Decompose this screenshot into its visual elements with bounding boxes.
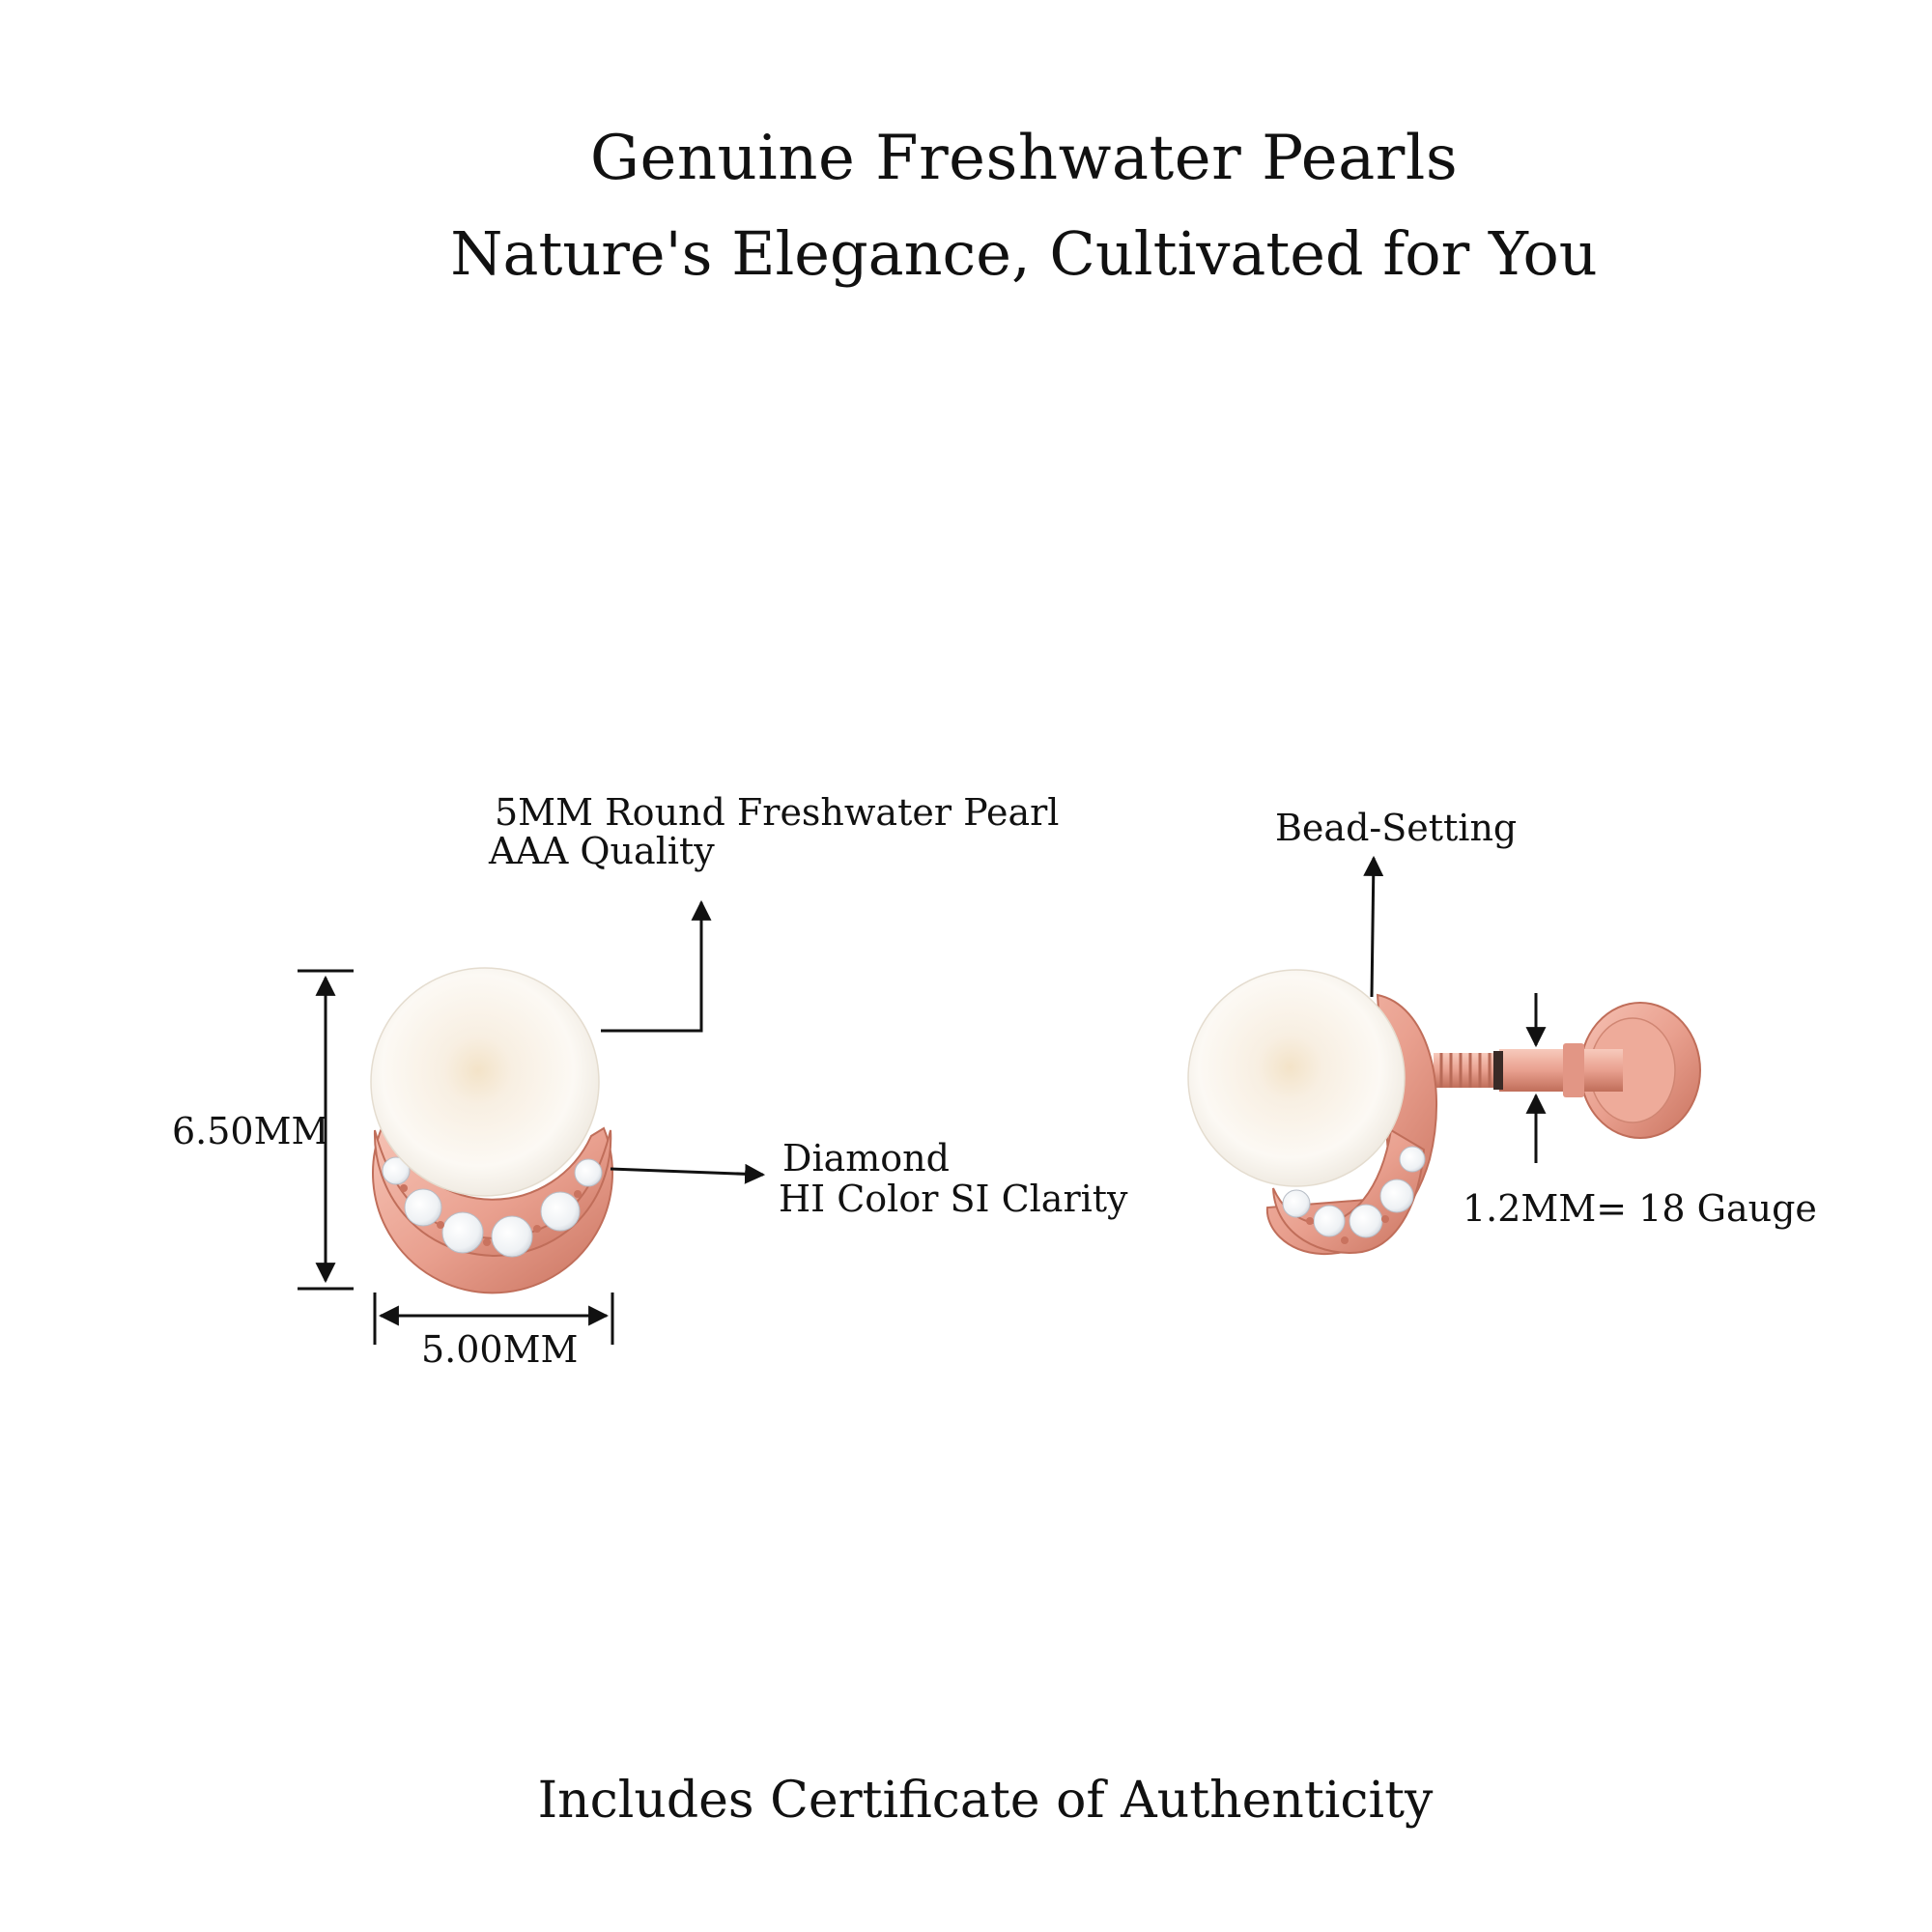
round-diamond-icon — [574, 1158, 603, 1187]
round-diamond-icon — [1379, 1179, 1414, 1213]
round-diamond-icon — [441, 1211, 484, 1254]
bead-setting-leader — [1363, 855, 1384, 998]
diamond-label: Diamond — [782, 1137, 950, 1179]
page-subtitle: Nature's Elegance, Cultivated for You — [450, 218, 1598, 289]
side-diamond-stones — [1282, 1146, 1426, 1244]
height-dimension — [298, 969, 354, 1291]
diamond-stones — [382, 1156, 603, 1258]
round-diamond-icon — [491, 1215, 533, 1258]
pearl-side — [1187, 969, 1406, 1187]
setting-label: Bead-Setting — [1275, 807, 1518, 849]
pearl — [370, 967, 600, 1197]
footer-note: Includes Certificate of Authenticity — [537, 1772, 1434, 1830]
pearl-size-label: 5MM Round Freshwater Pearl — [495, 791, 1060, 834]
width-label: 5.00MM — [421, 1328, 579, 1371]
pearl-quality-label: AAA Quality — [489, 830, 715, 872]
side-view-earring — [1187, 969, 1701, 1256]
round-diamond-icon — [404, 1188, 442, 1227]
crescent-setting — [372, 1126, 613, 1294]
post-bar — [1499, 1049, 1623, 1092]
pearl-leader — [601, 899, 712, 1033]
gauge-label: 1.2MM= 18 Gauge — [1463, 1187, 1817, 1230]
height-label: 6.50MM — [172, 1110, 329, 1152]
diamond-leader — [610, 1163, 766, 1184]
round-diamond-icon — [1313, 1205, 1346, 1237]
front-view-earring — [370, 967, 613, 1294]
diamond-grade-label: HI Color SI Clarity — [779, 1178, 1128, 1220]
round-diamond-icon — [382, 1156, 411, 1185]
threaded-section — [1434, 1051, 1503, 1090]
width-dimension — [373, 1293, 614, 1345]
page-title: Genuine Freshwater Pearls — [589, 123, 1459, 194]
round-diamond-icon — [1399, 1146, 1426, 1173]
round-diamond-icon — [540, 1191, 581, 1232]
round-diamond-icon — [1282, 1189, 1311, 1218]
round-diamond-icon — [1349, 1204, 1383, 1238]
